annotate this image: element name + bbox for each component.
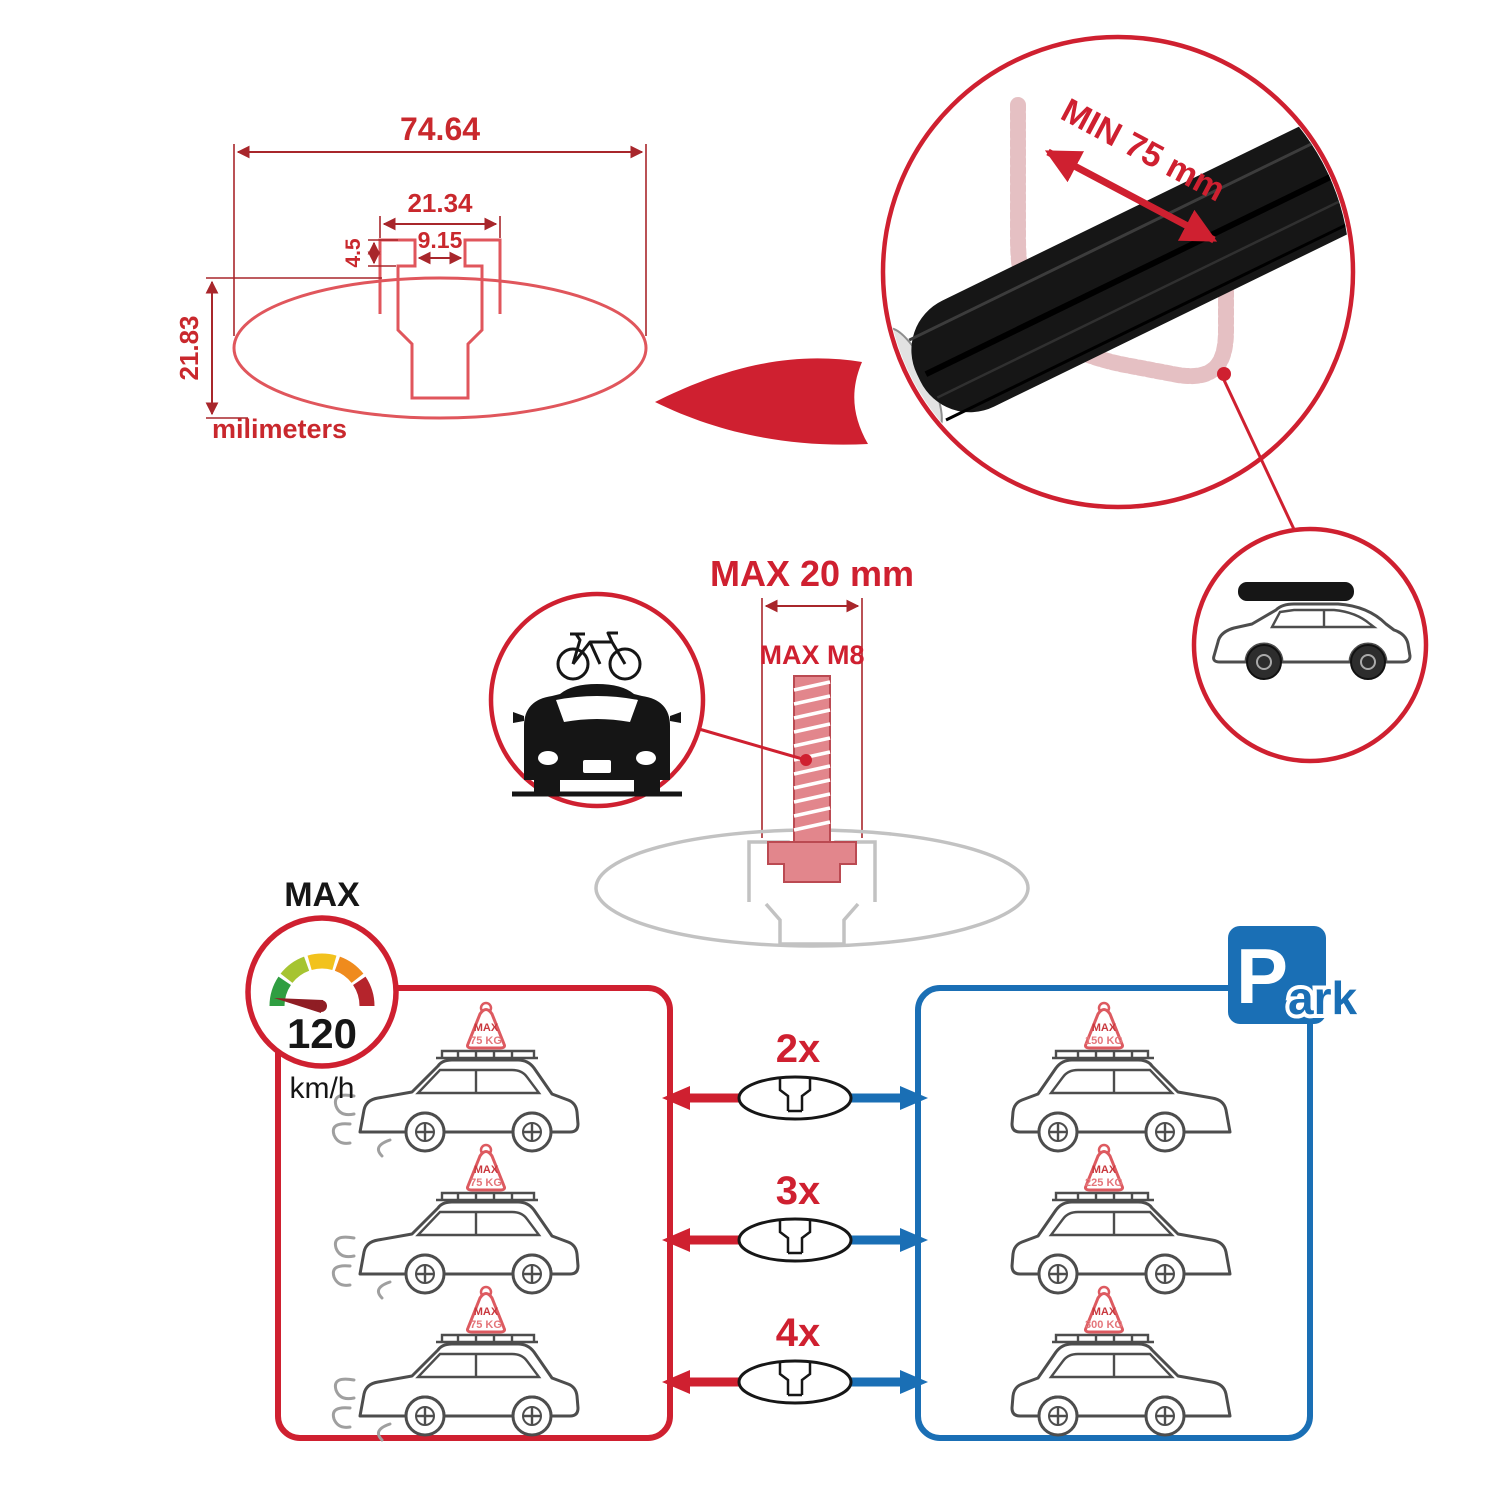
bike-car-drawing <box>512 631 682 797</box>
gauge-circle <box>245 915 399 1069</box>
gauge-max-label: MAX <box>284 876 360 914</box>
driving-car-1: MAX 75 KG <box>331 1001 580 1158</box>
left-arrow <box>662 1086 690 1110</box>
max-thread-label: MAX M8 <box>759 640 864 670</box>
parking-p: P <box>1236 932 1288 1020</box>
bar-count-label: 2x <box>776 1027 821 1071</box>
parked-car-1: MAX 150 KG <box>1010 1001 1232 1153</box>
bar-count-label: 4x <box>776 1311 821 1355</box>
connector-line <box>1222 379 1301 541</box>
parked-car-2: MAX 225 KG <box>1010 1143 1232 1295</box>
svg-text:75 KG: 75 KG <box>470 1035 502 1047</box>
gauge-value: 120 <box>287 1010 357 1057</box>
dim-slot-width: 9.15 <box>418 227 463 253</box>
right-arrow <box>900 1086 928 1110</box>
gauge-arc <box>269 953 375 1007</box>
multiplier-row-1: 2x <box>662 1027 928 1121</box>
dim-channel-width: 21.34 <box>407 188 473 218</box>
roof-load-label: MAX 300 KG <box>1084 1285 1124 1334</box>
svg-text:MAX: MAX <box>1092 1164 1117 1176</box>
right-arrow <box>900 1370 928 1394</box>
parking-ark: ark <box>1288 972 1357 1024</box>
roofbox-car-circle <box>1191 526 1429 764</box>
parked-car-3: MAX 300 KG <box>1010 1285 1232 1437</box>
svg-text:75 KG: 75 KG <box>470 1319 502 1331</box>
left-arrow <box>662 1370 690 1394</box>
svg-text:MAX: MAX <box>474 1306 499 1318</box>
roof-load-label: MAX 75 KG <box>466 1285 506 1334</box>
parking-sign: P ark <box>1228 926 1361 1028</box>
driving-car-3: MAX 75 KG <box>331 1285 580 1442</box>
roof-load-label: MAX 150 KG <box>1084 1001 1124 1050</box>
left-arrow <box>662 1228 690 1252</box>
dim-lip-depth: 4.5 <box>342 238 365 268</box>
gauge-unit: km/h <box>289 1072 354 1105</box>
dim-height: 21.83 <box>174 315 204 380</box>
svg-text:MAX: MAX <box>1092 1022 1117 1034</box>
svg-text:150 KG: 150 KG <box>1085 1035 1123 1047</box>
crossbar-icon <box>737 1075 853 1121</box>
crossbar-detail-circle: MIN 75 mm <box>880 34 1356 510</box>
driving-car-2: MAX 75 KG <box>331 1143 580 1300</box>
parking-sign-board <box>1228 926 1326 1024</box>
svg-text:75 KG: 75 KG <box>470 1177 502 1189</box>
svg-text:MAX: MAX <box>1092 1306 1117 1318</box>
bike-car-circle <box>488 591 706 809</box>
max-length-label: MAX 20 mm <box>710 553 914 594</box>
svg-text:300 KG: 300 KG <box>1085 1319 1123 1331</box>
multiplier-row-3: 4x <box>662 1311 928 1405</box>
svg-text:MAX: MAX <box>474 1164 499 1176</box>
right-arrow <box>900 1228 928 1252</box>
profile-oval <box>232 276 648 420</box>
units-label: milimeters <box>212 414 347 444</box>
clamp-point-dot <box>1217 367 1231 381</box>
roof-load-label: MAX 225 KG <box>1084 1143 1124 1192</box>
min-span-arrow <box>1044 148 1218 244</box>
t-bolt <box>767 675 857 883</box>
multiplier-row-2: 3x <box>662 1169 928 1263</box>
gauge-needle <box>274 998 323 1013</box>
svg-text:225 KG: 225 KG <box>1085 1177 1123 1189</box>
crossbar-icon <box>737 1217 853 1263</box>
dim-total-width: 74.64 <box>400 111 480 147</box>
bolt-point-dot <box>800 754 812 766</box>
bar-count-label: 3x <box>776 1169 821 1213</box>
roof-load-label: MAX 75 KG <box>466 1001 506 1050</box>
svg-text:MAX: MAX <box>474 1022 499 1034</box>
crossbar-icon <box>737 1359 853 1405</box>
detail-pointer-arrow <box>655 358 868 445</box>
profile-dimension-diagram: 74.64 21.34 9.15 4.5 21.83 milimeters <box>174 111 648 444</box>
speed-limit-gauge: MAX 120 km/h <box>245 876 399 1105</box>
roofbox-car-drawing <box>1212 582 1412 680</box>
bolt-leader-line <box>698 727 807 762</box>
bolt-spec-diagram: MAX 20 mm MAX M8 <box>594 553 1030 948</box>
roof-load-label: MAX 75 KG <box>466 1143 506 1192</box>
